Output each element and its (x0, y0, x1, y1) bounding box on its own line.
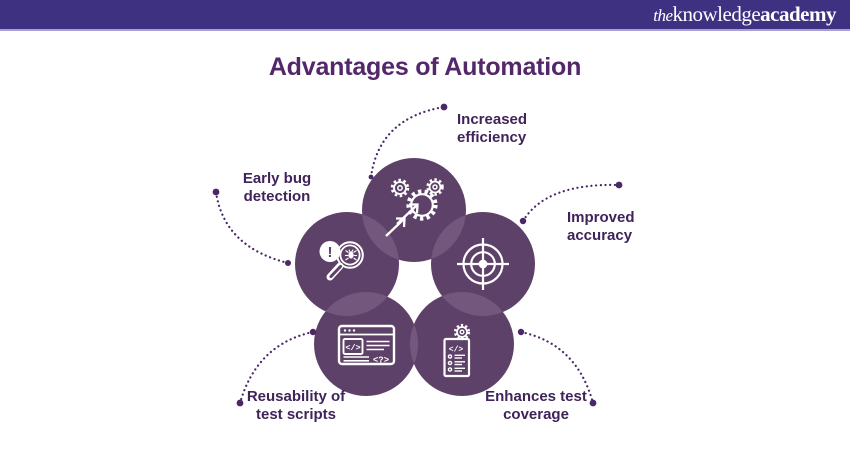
header-bar: theknowledgeacademy (0, 0, 850, 31)
target-crosshair-icon (457, 238, 509, 290)
exclamation-badge (319, 241, 341, 262)
label-reusability: Reusability of test scripts (246, 388, 346, 423)
logo-the: the (653, 6, 673, 25)
petal-test-coverage (410, 292, 514, 396)
label-enhances-coverage: Enhances test coverage (485, 388, 587, 423)
code-glyph-doc: </> (449, 346, 464, 355)
checklist-rows (447, 354, 465, 372)
petal-overlaps (314, 212, 514, 396)
bug-legs (345, 249, 357, 261)
question-code-glyph: <?> (373, 356, 389, 366)
connector-reusability (236, 328, 317, 407)
connector-improved-accuracy (519, 181, 623, 225)
logo-knowledge: knowledge (672, 2, 761, 26)
label-increased-efficiency: Increased efficiency (457, 111, 528, 146)
connector-increased-efficiency (368, 103, 448, 180)
bug-magnifier-icon: ! (319, 241, 364, 281)
exclamation-glyph: ! (328, 244, 333, 261)
code-window-icon: </> <?> (337, 324, 396, 366)
label-improved-accuracy: Improved accuracy (567, 209, 635, 244)
checklist-gear-icon: </> (443, 323, 471, 378)
page-title: Advantages of Automation (268, 53, 582, 81)
petal-reusability (314, 292, 418, 396)
logo-academy: academy (760, 2, 836, 26)
code-glyph: </> (345, 343, 360, 353)
connector-early-bug (212, 188, 291, 266)
brand-logo: theknowledgeacademy (653, 4, 836, 25)
label-early-bug-detection: Early bug detection (242, 170, 312, 205)
connector-enhances-coverage (517, 328, 597, 407)
gears-arrows-icon (385, 178, 444, 237)
